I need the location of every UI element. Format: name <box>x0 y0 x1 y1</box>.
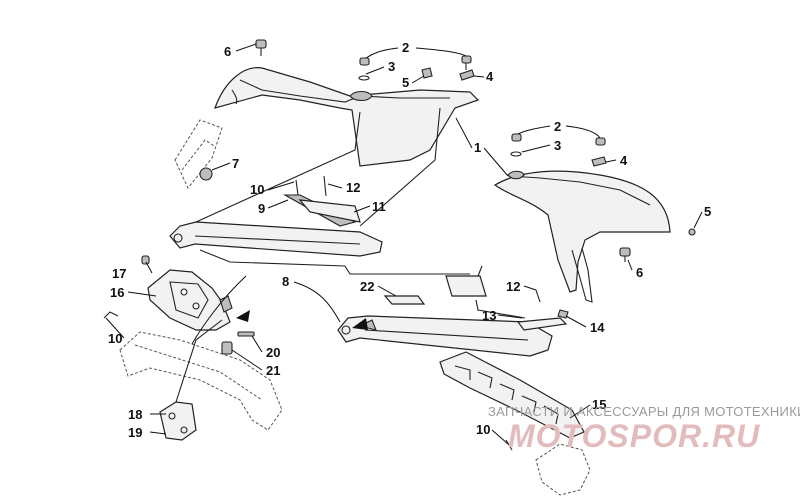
callout-6-upper: 6 <box>224 44 231 59</box>
callout-4-upper: 4 <box>486 69 494 84</box>
callout-11: 11 <box>372 199 386 214</box>
frame-lower-right <box>535 443 591 496</box>
callout-10-left: 10 <box>108 331 122 346</box>
callout-20: 20 <box>266 345 280 360</box>
hardware <box>103 39 696 451</box>
callout-5-right: 5 <box>704 204 711 219</box>
arrow-markers <box>236 310 368 330</box>
callout-16: 16 <box>110 285 124 300</box>
callout-4-right: 4 <box>620 153 628 168</box>
frame-lower-left <box>119 331 283 431</box>
callout-22: 22 <box>360 279 374 294</box>
watermark-logo: MOTOSPOR.RU <box>508 418 761 454</box>
leader-lines <box>105 43 703 445</box>
plate-18-19 <box>159 319 223 441</box>
callout-21: 21 <box>266 363 280 378</box>
brackets-13-22 <box>383 265 568 331</box>
callout-13: 13 <box>482 308 496 323</box>
projection-lines <box>195 107 441 227</box>
callout-10-upper: 10 <box>250 182 264 197</box>
callout-17: 17 <box>112 266 126 281</box>
callout-19: 19 <box>128 425 142 440</box>
watermark-tagline: ЗАПЧАСТИ И АКСЕССУАРЫ ДЛЯ МОТОТЕХНИКИ <box>488 404 800 419</box>
upper-rail <box>169 221 383 257</box>
left-side-panel <box>214 67 480 167</box>
callout-3-upper: 3 <box>388 59 395 74</box>
callout-14: 14 <box>590 320 605 335</box>
rail-brackets-9-11 <box>282 175 361 227</box>
running-board <box>439 351 585 439</box>
callout-18: 18 <box>128 407 142 422</box>
callout-15: 15 <box>592 397 606 412</box>
callout-7: 7 <box>232 156 239 171</box>
callout-3-right: 3 <box>554 138 561 153</box>
frame-bracket-upper-left <box>174 119 223 189</box>
callout-labels: 6 2 3 4 5 7 1 2 3 4 5 6 10 12 9 11 8 22 … <box>108 40 711 440</box>
callout-12-lower: 12 <box>506 279 520 294</box>
lower-rail <box>337 315 553 357</box>
callout-10-lower-right: 10 <box>476 422 490 437</box>
callout-8: 8 <box>282 274 289 289</box>
callout-6-right: 6 <box>636 265 643 280</box>
callout-2-right: 2 <box>554 119 561 134</box>
callout-9: 9 <box>258 201 265 216</box>
right-side-panel <box>493 170 671 303</box>
callout-12-upper: 12 <box>346 180 360 195</box>
mount-bracket-left <box>147 269 233 331</box>
callout-2-upper: 2 <box>402 40 409 55</box>
rail-connector-lines <box>199 249 526 319</box>
callout-5-upper: 5 <box>402 75 409 90</box>
callout-1: 1 <box>474 140 481 155</box>
